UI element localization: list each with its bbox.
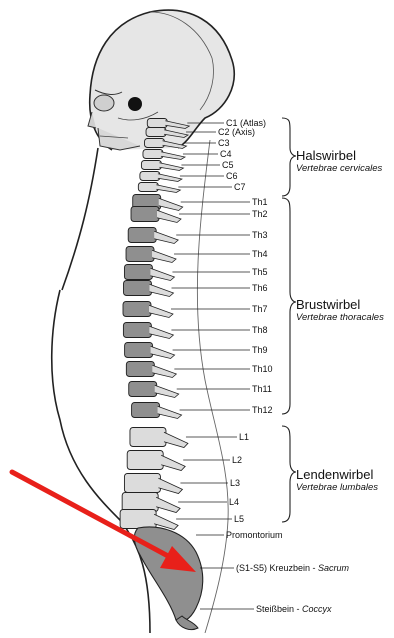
vertebra-thoracic-process (150, 268, 174, 280)
vertebra-thoracic (132, 403, 160, 418)
vertebra-label: C5 (222, 160, 234, 170)
vertebra-thoracic-process (149, 284, 173, 296)
vertebra-label: C3 (218, 138, 230, 148)
label-coccyx: Steißbein - Coccyx (256, 604, 332, 614)
label-promontorium: Promontorium (226, 530, 283, 540)
vertebra-label: L4 (229, 497, 239, 507)
bracket-thoracic (282, 198, 296, 414)
vertebra-label: Th2 (252, 209, 268, 219)
vertebra-label: Th8 (252, 325, 268, 335)
region-latin-name: Vertebrae lumbales (296, 482, 378, 493)
region-latin-name: Vertebrae cervicales (296, 163, 382, 174)
vertebra-thoracic-process (154, 231, 178, 243)
vertebra-lumbar-process (164, 432, 188, 447)
vertebra-thoracic-process (152, 365, 176, 377)
vertebra-thoracic (131, 207, 159, 222)
vertebra-lumbar (130, 428, 166, 447)
vertebra-thoracic (123, 281, 151, 296)
vertebra-label: C6 (226, 171, 238, 181)
vertebra-lumbar (127, 451, 163, 470)
vertebra-label: Th9 (252, 345, 268, 355)
vertebra-label: C2 (Axis) (218, 127, 255, 137)
vertebra-lumbar-process (156, 497, 180, 512)
vertebra-cervical-process (161, 152, 185, 160)
vertebra-lumbar-process (158, 478, 182, 493)
vertebra-cervical (146, 128, 166, 137)
bracket-lumbar (282, 426, 296, 522)
vertebra-thoracic-process (159, 198, 183, 210)
vertebra-cervical-process (159, 163, 183, 171)
vertebra-label: Th1 (252, 197, 268, 207)
vertebra-thoracic (124, 265, 152, 280)
vertebra-lumbar (120, 510, 156, 529)
vertebra-lumbar (122, 493, 158, 512)
vertebra-lumbar (124, 474, 160, 493)
vertebra-cervical (141, 161, 161, 170)
vertebra-thoracic (128, 228, 156, 243)
vertebra-label: L1 (239, 432, 249, 442)
vertebra-label: Th3 (252, 230, 268, 240)
vertebra-thoracic (123, 323, 151, 338)
vertebra-label: L5 (234, 514, 244, 524)
vertebra-thoracic-process (155, 385, 179, 397)
vertebra-label: L2 (232, 455, 242, 465)
vertebra-thoracic-process (151, 346, 175, 358)
vertebra-label: Th12 (252, 405, 273, 415)
vertebra-cervical (138, 183, 158, 192)
region-brackets (282, 118, 296, 522)
vertebra-thoracic (129, 382, 157, 397)
vertebra-thoracic-process (158, 406, 182, 418)
region-name: Halswirbel (296, 148, 382, 163)
vertebra-label: Th5 (252, 267, 268, 277)
vertebra-cervical (143, 150, 163, 159)
bracket-cervical (282, 118, 296, 196)
sacrum-latin: Sacrum (318, 563, 349, 573)
coccyx-latin: Coccyx (302, 604, 332, 614)
region-name: Lendenwirbel (296, 467, 378, 482)
vertebra-label: C7 (234, 182, 246, 192)
vertebra-thoracic (126, 362, 154, 377)
vertebra-thoracic (125, 343, 153, 358)
sacrum-prefix: (S1-S5) Kreuzbein - (236, 563, 318, 573)
label-sacrum: (S1-S5) Kreuzbein - Sacrum (236, 563, 349, 573)
vertebra-label: Th10 (252, 364, 273, 374)
vertebra-cervical (145, 139, 165, 148)
region-label-lumbar: Lendenwirbel Vertebrae lumbales (296, 467, 378, 493)
vertebra-lumbar-process (161, 455, 185, 470)
neck-front (62, 148, 98, 290)
vertebra-label: L3 (230, 478, 240, 488)
vertebra-cervical (140, 172, 160, 181)
vertebra-cervical (147, 119, 167, 128)
vertebra-thoracic-process (149, 305, 173, 317)
region-latin-name: Vertebrae thoracales (296, 312, 384, 323)
vertebra-thoracic-process (152, 250, 176, 262)
region-label-cervical: Halswirbel Vertebrae cervicales (296, 148, 382, 174)
vertebra-label: C4 (220, 149, 232, 159)
vertebra-cervical-process (156, 185, 180, 193)
vertebra-thoracic-process (149, 326, 173, 338)
vertebra-cervical-process (158, 174, 182, 182)
coccyx-prefix: Steißbein - (256, 604, 302, 614)
region-name: Brustwirbel (296, 297, 384, 312)
vertebra-label: Th7 (252, 304, 268, 314)
vertebra-label: Th6 (252, 283, 268, 293)
vertebra-label: Th11 (252, 384, 272, 394)
vertebra-thoracic (126, 247, 154, 262)
vertebra-thoracic-process (157, 210, 181, 222)
vertebra-label: Th4 (252, 249, 268, 259)
vertebra-thoracic (123, 302, 151, 317)
region-label-thoracic: Brustwirbel Vertebrae thoracales (296, 297, 384, 323)
